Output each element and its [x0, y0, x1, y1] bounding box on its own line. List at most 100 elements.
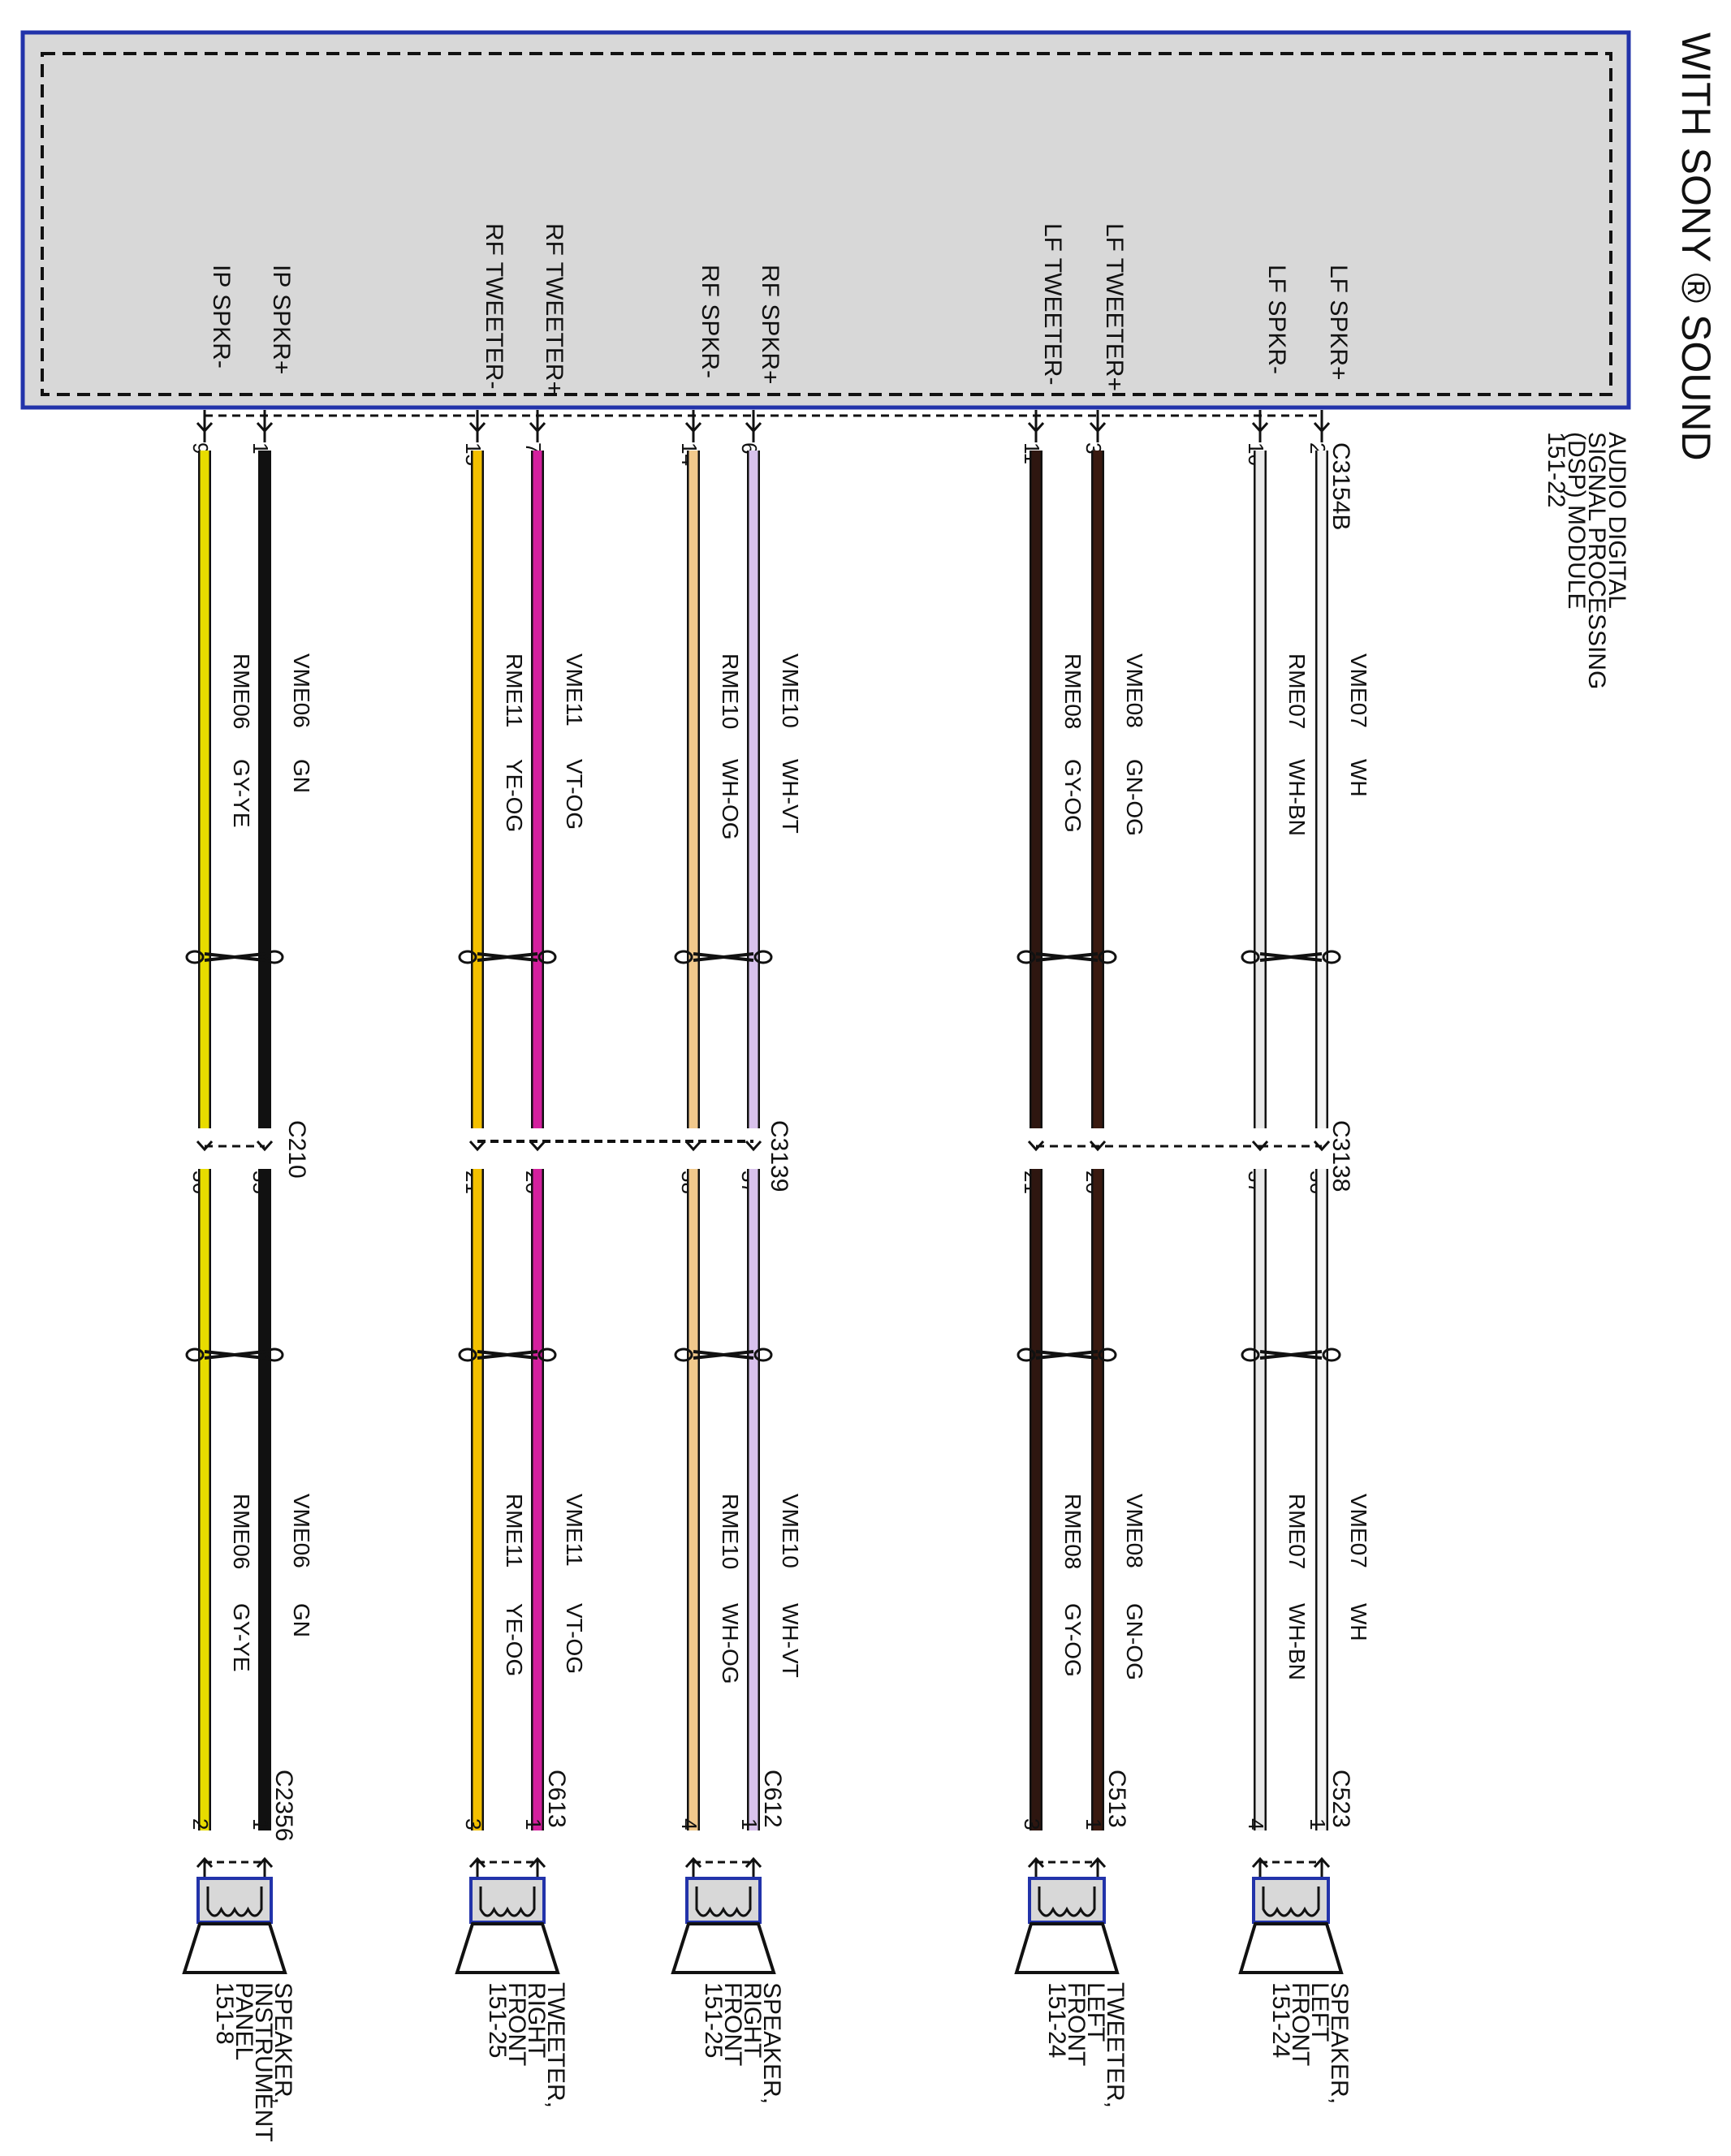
- twist-3-0-b: [477, 952, 538, 962]
- speaker-c523-label-line-4: 151-24: [1267, 1982, 1294, 2058]
- speaker-c523-connector: C523: [1327, 1770, 1354, 1828]
- circuit-rme10-label-2-circuit: RME10: [718, 1494, 743, 1569]
- speaker-c513-label-line-2: LEFT: [1082, 1982, 1109, 2042]
- speaker-c2356-label-line-4: 151-8: [211, 1982, 238, 2045]
- circuit-vme07-arrow-module: [1313, 421, 1331, 433]
- circuit-vme08-label-1-circuit: VME08: [1122, 653, 1147, 728]
- speaker-c2356-connector: C2356: [270, 1770, 297, 1841]
- circuit-rme06-speaker-pin: 2: [188, 1818, 213, 1830]
- speaker-c613-label-line-2: RIGHT: [523, 1982, 550, 2058]
- circuit-rme08-arrow-module: [1027, 421, 1045, 433]
- twist-3-0-loop-a: [458, 950, 477, 964]
- circuit-vme08-label-2-circuit: VME08: [1122, 1494, 1147, 1568]
- circuit-rme10-arrow-inline: [684, 1140, 702, 1152]
- circuit-rme07-speaker-pin: 4: [1244, 1818, 1268, 1830]
- speaker-c523-label-line-1: SPEAKER,: [1326, 1982, 1353, 2104]
- circuit-vme11-speaker-pin: 1: [521, 1818, 546, 1830]
- circuit-rme11-label-1-color: YE-OG: [502, 759, 527, 832]
- speaker-c612-label-line-3: FRONT: [719, 1982, 746, 2066]
- twist-0-0-loop-b: [1322, 950, 1341, 964]
- circuit-vme10-speaker-pin: 1: [737, 1818, 762, 1830]
- twist-2-1-loop-b: [753, 1348, 773, 1362]
- twist-1-1-b: [1035, 1350, 1099, 1360]
- circuit-vme07-label-2-circuit: VME07: [1346, 1494, 1371, 1568]
- circuit-rme10-speaker-pin: 4: [677, 1818, 701, 1830]
- circuit-rme07-label-2-circuit: RME07: [1284, 1494, 1310, 1569]
- circuit-rme06-arrow-inline: [196, 1140, 214, 1152]
- speaker-c523-label-line-3: FRONT: [1287, 1982, 1314, 2066]
- circuit-rme08-label-2-color: GY-OG: [1060, 1603, 1086, 1677]
- module-label-line-3: (DSP) MODULE: [1563, 432, 1590, 609]
- circuit-vme07-label-1-color: WH: [1346, 759, 1371, 797]
- speaker-c513-cone: [1014, 1922, 1120, 1974]
- diagram-title: WITH SONY ® SOUND: [1673, 32, 1719, 461]
- circuit-vme06-arrow-module: [256, 421, 274, 433]
- speaker-c513-connector: C513: [1103, 1770, 1130, 1828]
- circuit-vme08-arrow-inline: [1089, 1140, 1107, 1152]
- speaker-c523-cone: [1238, 1922, 1344, 1974]
- twist-1-0-loop-b: [1098, 950, 1117, 964]
- speaker-c613-cone: [455, 1922, 560, 1974]
- inline-connector-ip-label: C210: [283, 1120, 310, 1179]
- circuit-rme07-pin-name: LF SPKR-: [1263, 265, 1290, 374]
- twist-4-0-loop-a: [185, 950, 205, 964]
- circuit-vme07-speaker-pin: 1: [1306, 1818, 1330, 1830]
- speaker-c612-connector: C612: [759, 1770, 786, 1828]
- twist-0-0-loop-a: [1241, 950, 1260, 964]
- module-label-line-4: 151-22: [1543, 432, 1569, 507]
- dsp-module-label: AUDIO DIGITAL SIGNAL PROCESSING (DSP) MO…: [1543, 432, 1630, 689]
- twist-2-0-b: [693, 952, 754, 962]
- circuit-rme07-label-1-circuit: RME07: [1284, 653, 1310, 729]
- circuit-vme11-arrow-module: [529, 421, 546, 433]
- circuit-vme11-pin-name: RF TWEETER+: [541, 223, 568, 395]
- circuit-rme07-arrow-inline: [1251, 1140, 1269, 1152]
- circuit-rme06-label-2-color: GY-YE: [229, 1603, 254, 1672]
- twist-0-1-b: [1259, 1350, 1323, 1360]
- twist-1-0-b: [1035, 952, 1099, 962]
- circuit-rme10-label-1-color: WH-OG: [718, 759, 743, 840]
- speaker-c2356-label-line-2: INSTRUMENT: [250, 1982, 277, 2142]
- circuit-rme08-label-1-circuit: RME08: [1060, 653, 1086, 729]
- circuit-rme11-label-2-circuit: RME11: [502, 1494, 527, 1567]
- twist-4-0-loop-b: [265, 950, 284, 964]
- circuit-rme11-arrow-inline: [468, 1140, 486, 1152]
- circuit-rme07-arrow-module: [1251, 421, 1269, 433]
- circuit-vme07-pin-name: LF SPKR+: [1325, 265, 1352, 381]
- speaker-c612-cone: [671, 1922, 776, 1974]
- circuit-rme08-label-2-circuit: RME08: [1060, 1494, 1086, 1569]
- circuit-vme11-label-1-color: VT-OG: [562, 759, 587, 830]
- circuit-vme06-label-1-color: GN: [289, 759, 314, 793]
- speaker-c523-label-line-2: LEFT: [1306, 1982, 1333, 2042]
- circuit-rme07-label-1-color: WH-BN: [1284, 759, 1310, 836]
- twist-1-1-loop-a: [1017, 1348, 1036, 1362]
- wire-layer: LF SPKR+2VME07WH36VME07WH1LF SPKR-10RME0…: [185, 223, 1371, 1878]
- twist-1-0-loop-a: [1017, 950, 1036, 964]
- circuit-rme08-speaker-pin: 3: [1020, 1818, 1044, 1830]
- twist-3-1-loop-b: [537, 1348, 557, 1362]
- module-connector-label: C3154B: [1327, 442, 1354, 530]
- twist-3-0-loop-b: [537, 950, 557, 964]
- twist-4-1-loop-a: [185, 1348, 205, 1362]
- circuit-vme08-arrow-module: [1089, 421, 1107, 433]
- twist-2-1-loop-a: [674, 1348, 693, 1362]
- speaker-c613-label-line-4: 151-25: [484, 1982, 511, 2058]
- speaker-c612-label-line-4: 151-25: [700, 1982, 727, 2058]
- circuit-vme10-label-1-color: WH-VT: [778, 759, 803, 834]
- circuit-vme10-pin-name: RF SPKR+: [757, 265, 783, 385]
- speaker-c513-label-line-1: TWEETER,: [1102, 1982, 1129, 2108]
- speaker-c513-coil-box: [1028, 1877, 1106, 1924]
- circuit-vme10-label-2-color: WH-VT: [778, 1603, 803, 1678]
- twist-2-0-loop-a: [674, 950, 693, 964]
- circuit-vme08-speaker-pin: 1: [1081, 1818, 1106, 1830]
- circuit-vme11-arrow-inline: [529, 1140, 546, 1152]
- twist-2-1-b: [693, 1350, 754, 1360]
- twist-4-0-b: [204, 952, 265, 962]
- circuit-vme08-pin-name: LF TWEETER+: [1101, 223, 1128, 391]
- circuit-rme07-label-2-color: WH-BN: [1284, 1603, 1310, 1680]
- circuit-vme06-label-1-circuit: VME06: [289, 653, 314, 728]
- speaker-c613-label-line-3: FRONT: [503, 1982, 530, 2066]
- circuit-rme10-label-2-color: WH-OG: [718, 1603, 743, 1684]
- speaker-c613-connector: C613: [543, 1770, 570, 1828]
- circuit-vme06-pin-name: IP SPKR+: [268, 265, 295, 374]
- circuit-vme10-arrow-inline: [745, 1140, 762, 1152]
